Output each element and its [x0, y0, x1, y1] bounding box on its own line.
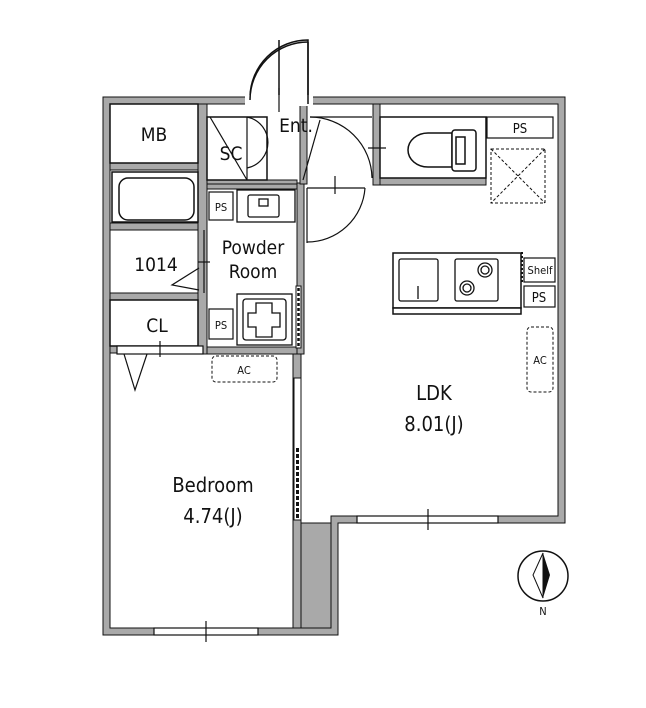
room-label-bedroom: Bedroom [172, 473, 253, 497]
vent-x-2 [490, 148, 546, 204]
vent-icon [490, 148, 546, 204]
mb-box [109, 103, 199, 164]
room-label-entrance: Ent. [279, 115, 313, 137]
powder-sliding-door [295, 285, 302, 349]
ac-label-ldk: AC [533, 354, 547, 367]
wall-1014-bottom [109, 292, 206, 301]
room-label-bath: 1014 [134, 254, 178, 276]
hall-doors [302, 116, 386, 243]
ps-powder-lower-box [208, 308, 234, 340]
ac-label-bedroom: AC [237, 364, 251, 377]
entrance-door-swing [249, 41, 309, 101]
ps-boxes [208, 116, 556, 340]
ps-label-top: PS [513, 122, 527, 137]
hall-door-arc-2 [306, 187, 366, 243]
room-outlines [109, 103, 487, 347]
hall-diag-1 [302, 119, 321, 181]
ps-label-powder-lower: PS [215, 319, 227, 332]
ps-label-powder-upper: PS [215, 201, 227, 214]
compass-north-icon [517, 550, 569, 602]
cl-box [109, 299, 199, 347]
room-size-bedroom: 4.74(J) [183, 504, 242, 528]
wall-mb-bottom [109, 162, 206, 171]
sc-box [206, 116, 268, 181]
sc-door [209, 116, 269, 181]
ac-bedroom-box [211, 355, 278, 383]
exterior-walls [102, 96, 566, 636]
wall-bath-bottom [109, 222, 206, 231]
kitchen-sink-bowl [398, 258, 439, 302]
washer-pan-icon [236, 293, 293, 346]
cl-door [116, 341, 204, 392]
toilet-tank-inner [455, 136, 466, 165]
room-label-mb: MB [141, 124, 167, 146]
windows [153, 509, 499, 642]
ac-ldk-box [526, 326, 554, 393]
bath-door [170, 230, 210, 293]
burner-2-inner [462, 283, 472, 293]
room-label-powder-1: Powder [222, 237, 285, 259]
washbasin-icon [236, 189, 296, 223]
powder-door-frame [295, 285, 302, 349]
ps-powder-upper-box [208, 191, 234, 221]
compass-needle-half [532, 552, 544, 599]
hall-door-arc-1 [309, 116, 373, 179]
toilet-bowl [407, 132, 453, 168]
stove-top [454, 258, 499, 302]
bedroom-sliding-door [293, 377, 302, 521]
room-label-closet: CL [146, 315, 168, 337]
ps-kitchen-box [523, 285, 556, 308]
wall-left-column [197, 103, 208, 355]
kitchen-counter-front [392, 307, 522, 315]
sc-door-arc [246, 116, 269, 169]
shelf-box [523, 257, 556, 283]
sink-icon [398, 258, 439, 302]
bath-door-fold [170, 267, 200, 291]
ps-top-box [486, 116, 554, 139]
wall-balcony-pillar [300, 522, 332, 629]
room-size-ldk: 8.01(J) [404, 412, 463, 436]
cl-door-fold [123, 353, 148, 392]
washbasin-drain [258, 198, 269, 207]
wall-toilet-bottom [372, 177, 487, 186]
wall-outline [102, 96, 566, 636]
wall-toilet-left [372, 103, 381, 186]
stove-icon [454, 258, 499, 302]
sc-diagonal [209, 116, 248, 181]
ps-label-kitchen: PS [532, 291, 546, 306]
toilet-icon [407, 129, 477, 172]
washer-pan-drain [247, 302, 281, 338]
compass-north-label: N [539, 605, 546, 618]
wall-powder-bottom [206, 346, 298, 355]
vent-x-1 [490, 148, 546, 204]
bathtub-icon [111, 171, 199, 223]
room-label-powder-2: Room [229, 261, 278, 283]
room-label-sc: SC [220, 143, 243, 165]
bathtub-inner [118, 177, 195, 221]
vent-box [490, 148, 546, 204]
burner-1-inner [480, 265, 490, 275]
interior-walls [109, 103, 487, 629]
shelf-label: Shelf [528, 264, 553, 277]
room-label-ldk: LDK [416, 381, 453, 405]
